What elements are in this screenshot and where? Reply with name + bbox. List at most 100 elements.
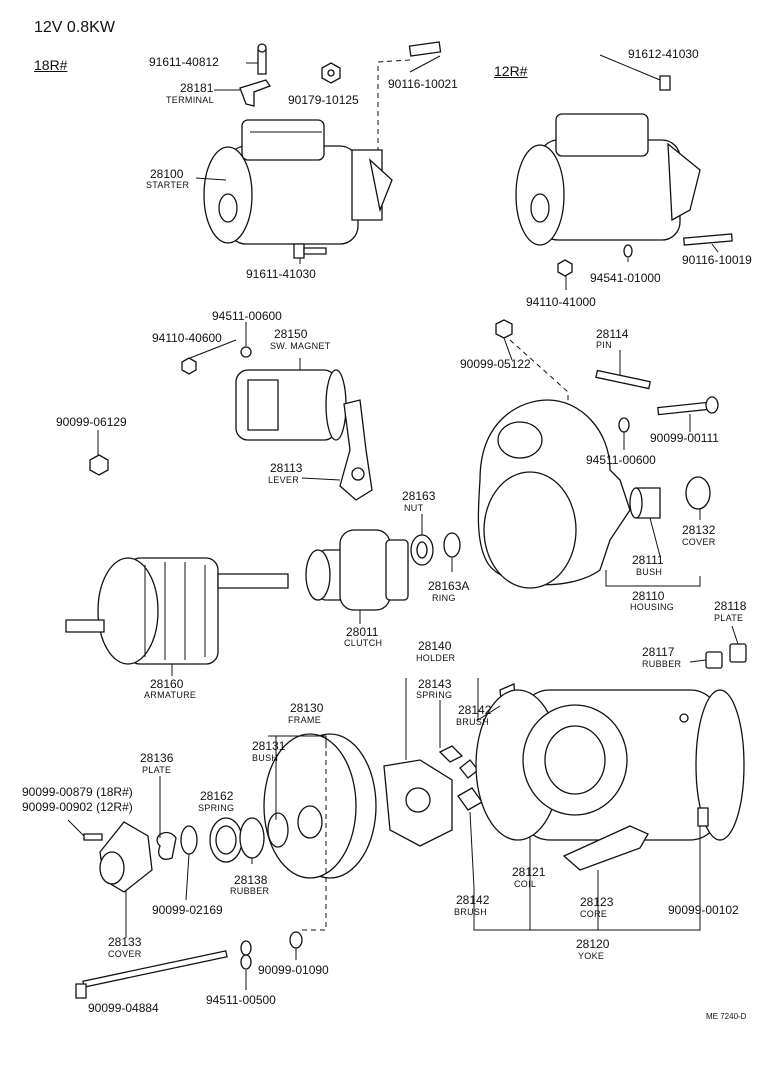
part-28150-name: SW. MAGNET <box>270 341 331 351</box>
washer-94541-drawing <box>624 245 632 257</box>
part-28130: 28130 <box>290 701 324 715</box>
part-94511-00500: 94511-00500 <box>206 993 276 1007</box>
part-94110-41000: 94110-41000 <box>526 295 596 309</box>
screw-90099-00879-drawing <box>84 834 102 840</box>
core-drawing <box>564 826 648 870</box>
part-28162-name: SPRING <box>198 803 235 813</box>
pin-drawing <box>496 320 650 460</box>
spring-28162-drawing <box>210 818 242 862</box>
part-90099-00879: 90099-00879 (18R#) <box>22 785 133 799</box>
part-28143: 28143 <box>418 677 452 691</box>
part-28117-name: RUBBER <box>642 659 682 669</box>
washer-94511-00600-drawing <box>619 418 629 432</box>
part-28120: 28120 <box>576 937 610 951</box>
part-94511-00600: 94511-00600 <box>586 453 656 467</box>
part-28110: 28110 <box>632 589 665 603</box>
clutch-drawing <box>306 530 408 610</box>
starter-12r-drawing <box>516 76 700 245</box>
part-28118: 28118 <box>714 599 747 613</box>
magnetic-switch-drawing <box>182 347 346 440</box>
part-28011: 28011 <box>346 625 379 639</box>
part-91611-41030: 91611-41030 <box>246 267 316 281</box>
part-91611-40812: 91611-40812 <box>149 55 219 69</box>
part-28117: 28117 <box>642 645 675 659</box>
part-28100: 28100 <box>150 167 184 181</box>
part-28163a: 28163A <box>428 579 470 593</box>
part-28011-name: CLUTCH <box>344 638 383 648</box>
part-28181-name: TERMINAL <box>166 95 214 105</box>
part-28123: 28123 <box>580 895 614 909</box>
part-28163a-name: RING <box>432 593 456 603</box>
nut-90179-drawing <box>322 63 340 83</box>
spec-label: 12V 0.8KW <box>34 19 115 36</box>
part-28150: 28150 <box>274 327 308 341</box>
part-90099-04884: 90099-04884 <box>88 1001 159 1015</box>
stud-90116-10021-drawing <box>378 42 441 150</box>
part-28138: 28138 <box>234 873 268 887</box>
rubber-28117-drawing <box>706 652 722 668</box>
part-28131: 28131 <box>252 739 286 753</box>
part-28111-name: BUSH <box>636 567 663 577</box>
part-28120-name: YOKE <box>578 951 605 961</box>
housing-drawing <box>478 400 630 588</box>
part-28114: 28114 <box>596 327 629 341</box>
screw-90099-00102-drawing <box>698 808 708 826</box>
washer-94511-00500-drawing <box>241 941 251 969</box>
part-28163-name: NUT <box>404 503 424 513</box>
plate-28136-drawing <box>157 833 176 860</box>
bolt-91611-41030-drawing <box>294 244 326 258</box>
part-28121-name: COIL <box>514 879 537 889</box>
part-28113: 28113 <box>270 461 303 475</box>
part-90099-00102: 90099-00102 <box>668 903 739 917</box>
bolt-90099-00111-drawing <box>658 397 718 415</box>
part-28138-name: RUBBER <box>230 886 270 896</box>
bolt-90099-04884-drawing <box>76 951 227 998</box>
yoke-drawing <box>476 690 744 840</box>
part-28133-name: COVER <box>108 949 142 959</box>
part-28123-name: CORE <box>580 909 608 919</box>
part-28132-name: COVER <box>682 537 716 547</box>
stud-90116-10019-drawing <box>684 234 732 245</box>
part-28136: 28136 <box>140 751 174 765</box>
part-28130-name: FRAME <box>288 715 321 725</box>
part-28142-top: 28142 <box>458 703 492 717</box>
part-90099-01090: 90099-01090 <box>258 963 329 977</box>
lever-drawing <box>340 400 372 500</box>
part-28142-bottom: 28142 <box>456 893 490 907</box>
part-28160: 28160 <box>150 677 184 691</box>
rubber-28138-drawing <box>240 818 264 858</box>
part-90099-02169: 90099-02169 <box>152 903 223 917</box>
nut-94110-41000-drawing <box>558 260 572 276</box>
frame-drawing <box>264 734 376 878</box>
model-12r-label: 12R# <box>494 63 528 79</box>
part-90116-10019: 90116-10019 <box>682 253 752 267</box>
part-28181: 28181 <box>180 81 214 95</box>
part-28131-name: BUSH <box>252 753 279 763</box>
part-90116-10021: 90116-10021 <box>388 77 458 91</box>
bush-28111-drawing <box>630 488 660 518</box>
part-28114-name: PIN <box>596 340 612 350</box>
part-90099-00902: 90099-00902 (12R#) <box>22 800 133 814</box>
armature-drawing <box>66 558 288 664</box>
part-90099-00111: 90099-00111 <box>650 431 719 445</box>
part-28100-name: STARTER <box>146 180 190 190</box>
model-18r-label: 18R# <box>34 57 68 73</box>
part-28140-name: HOLDER <box>416 653 456 663</box>
part-28133: 28133 <box>108 935 142 949</box>
part-28132: 28132 <box>682 523 716 537</box>
part-90099-06129: 90099-06129 <box>56 415 127 429</box>
part-28110-name: HOUSING <box>630 602 675 612</box>
part-28142-bottom-name: BRUSH <box>454 907 488 917</box>
part-28111: 28111 <box>632 553 664 567</box>
part-28113-name: LEVER <box>268 475 300 485</box>
part-94511-00600-top: 94511-00600 <box>212 309 282 323</box>
leader-lines <box>68 55 738 990</box>
part-28163: 28163 <box>402 489 436 503</box>
part-28162: 28162 <box>200 789 234 803</box>
nut-90099-06129-drawing <box>90 455 108 475</box>
part-94541-01000: 94541-01000 <box>590 271 661 285</box>
reference-code: ME 7240-D <box>706 1012 747 1021</box>
part-90179-10125: 90179-10125 <box>288 93 359 107</box>
part-28136-name: PLATE <box>142 765 172 775</box>
